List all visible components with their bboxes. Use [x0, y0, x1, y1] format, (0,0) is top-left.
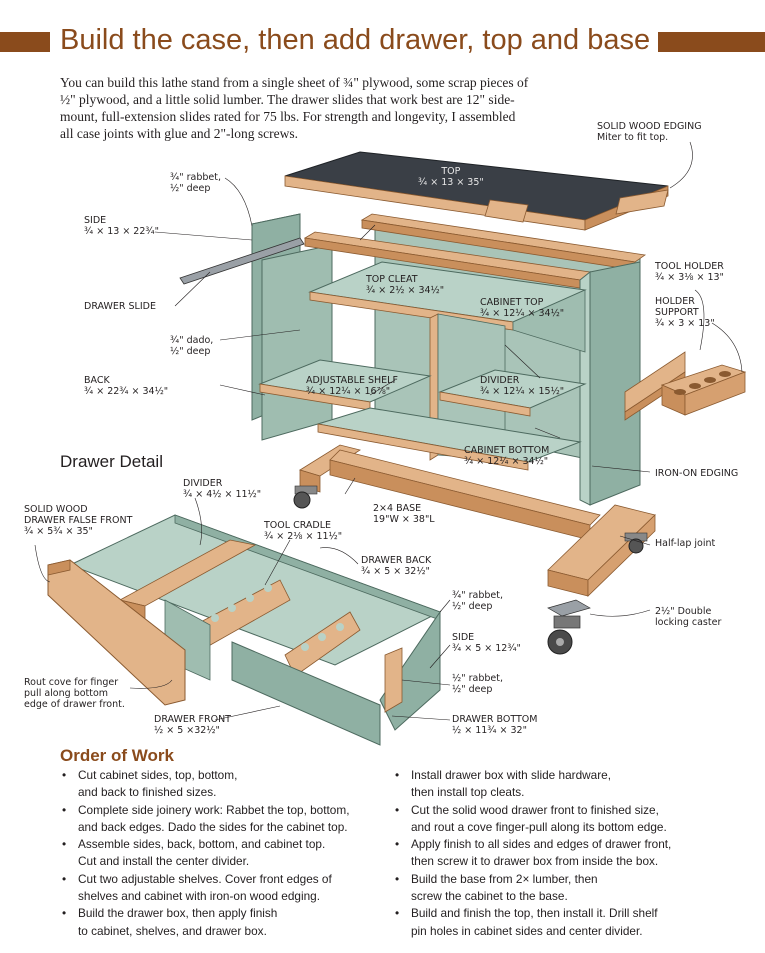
list-item: Cut the solid wood drawer front to finis… — [393, 802, 738, 837]
list-item: Assemble sides, back, bottom, and cabine… — [60, 836, 390, 871]
tool-holder — [624, 351, 747, 421]
drawer-false-front — [47, 559, 186, 706]
intro-paragraph: You can build this lathe stand from a si… — [60, 75, 529, 141]
page-title: Build the case, then add drawer, top and… — [60, 24, 651, 56]
cabinet-right-side — [579, 261, 641, 506]
top-panel — [284, 151, 669, 231]
header-bar-left — [0, 32, 50, 52]
list-item: Install drawer box with slide hardware,t… — [393, 767, 738, 802]
drawer-slide — [179, 237, 305, 285]
cabinet-bottom — [317, 407, 582, 471]
list-item: Build the base from 2× lumber, thenscrew… — [393, 871, 738, 906]
list-item: Complete side joinery work: Rabbet the t… — [60, 802, 390, 837]
adjustable-shelf-right — [438, 369, 587, 417]
label-iron-on-edging: IRON-ON EDGING — [655, 468, 739, 479]
drawer-rabbet-side — [384, 647, 403, 713]
order-steps-right: Install drawer box with slide hardware,t… — [393, 767, 738, 940]
label-rabbet-side: ¾" rabbet,½" deep — [452, 590, 503, 612]
top-cleats — [303, 213, 647, 289]
casters — [293, 485, 648, 655]
order-steps-left: Cut cabinet sides, top, bottom,and back … — [60, 767, 390, 940]
label-drawer-slide: DRAWER SLIDE — [84, 301, 156, 312]
list-item: Cut two adjustable shelves. Cover front … — [60, 871, 390, 906]
label-dado: ¾" dado,½" deep — [170, 335, 214, 357]
order-of-work-title: Order of Work — [60, 746, 174, 765]
label-top: TOP ¾ × 13 × 35" — [418, 166, 484, 188]
label-rabbet-top: ¾" rabbet,½" deep — [170, 172, 221, 194]
label-half-lap-joint: Half-lap joint — [655, 538, 716, 549]
header-bar-right — [658, 32, 765, 52]
leader-lines — [34, 141, 743, 721]
drawer-detail-title: Drawer Detail — [60, 452, 163, 471]
list-item: Build the drawer box, then apply finisht… — [60, 905, 390, 940]
list-item: Apply finish to all sides and edges of d… — [393, 836, 738, 871]
list-item: Build and finish the top, then install i… — [393, 905, 738, 940]
label-rabbet-half: ½" rabbet,½" deep — [452, 673, 503, 695]
list-item: Cut cabinet sides, top, bottom,and back … — [60, 767, 390, 802]
